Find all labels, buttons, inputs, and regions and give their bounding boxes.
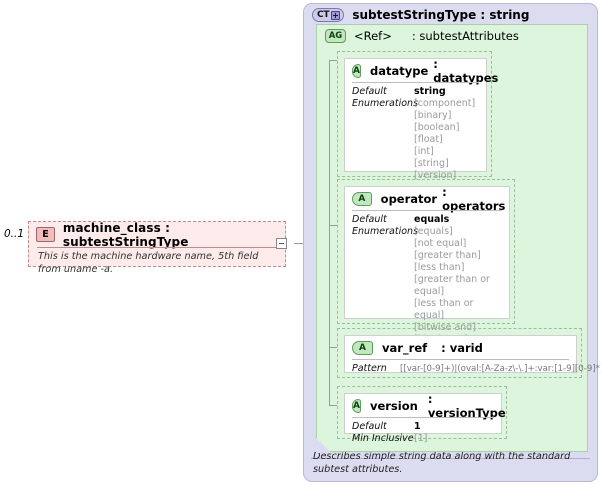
- element-title: machine_class : subtestStringType: [62, 220, 189, 249]
- attribute-box-operator[interactable]: A operator : operators Default equals En…: [337, 179, 515, 357]
- facet-value: equals: [414, 214, 450, 225]
- enumeration-item: [greater than or equal]: [414, 274, 490, 297]
- facet-label: Min Inclusive: [352, 433, 414, 444]
- facet-value: 1: [414, 421, 421, 432]
- attribute-divider: [352, 82, 479, 83]
- attribute-type: : versionType: [427, 391, 506, 420]
- enumeration-item: [greater than]: [414, 250, 481, 261]
- enumeration-item: [bitwise and]: [414, 322, 476, 333]
- enumeration-item: [version]: [414, 170, 457, 181]
- attribute-group-ref: <Ref>: [354, 29, 392, 43]
- attribute-name: operator: [380, 191, 438, 206]
- attribute-name: datatype: [369, 63, 429, 78]
- facet-row: Default equals: [352, 214, 505, 226]
- attribute-type: : datatypes: [433, 56, 499, 85]
- plus-box-icon[interactable]: [331, 10, 341, 20]
- pattern-value: [[var-[0-9]+)|(oval:[A-Za-z\-\.]+:var:[1…: [400, 364, 601, 374]
- facet-value: string: [414, 86, 446, 97]
- enumeration-item: [int]: [414, 146, 434, 157]
- facet-label: Enumerations: [352, 98, 419, 109]
- facet-label: Default: [352, 421, 387, 432]
- minus-icon: [279, 243, 284, 244]
- attribute-header-datatype: A datatype : datatypes: [345, 57, 498, 85]
- element-box-machine-class[interactable]: E machine_class : subtestStringType This…: [28, 220, 286, 275]
- attribute-icon: A: [352, 398, 361, 413]
- connector-branch-datatype: [329, 60, 337, 61]
- container-title: subtestStringType : string: [352, 8, 530, 22]
- container-annotation: Describes simple string data along with …: [313, 451, 571, 475]
- attribute-icon: A: [352, 340, 373, 355]
- panel-corner-notch: [316, 438, 331, 453]
- enumeration-item: [binary]: [414, 110, 452, 121]
- connector-branch-varref: [329, 347, 337, 348]
- element-divider: [37, 247, 277, 248]
- attribute-divider: [352, 359, 569, 360]
- enumeration-item: [component]: [414, 98, 476, 109]
- facet-value: [1]: [414, 433, 428, 444]
- footer-divider: [311, 458, 590, 459]
- facet-row: Min Inclusive [1]: [352, 433, 497, 445]
- enumeration-item: [less than or equal]: [414, 298, 474, 321]
- enumeration-item: [less than]: [414, 262, 465, 273]
- facet-row: Enumerations: [352, 98, 482, 110]
- enumeration-item: [equals]: [414, 226, 453, 237]
- attribute-group-icon: AG: [325, 29, 346, 43]
- attribute-divider: [352, 210, 502, 211]
- complex-type-icon: CT: [312, 8, 345, 22]
- attribute-icon: A: [352, 191, 372, 206]
- element-type-icon: E: [36, 227, 55, 242]
- attribute-box-version[interactable]: A version : versionType Default 1 Min In…: [337, 386, 507, 444]
- attribute-inner-datatype: A datatype : datatypes Default string En…: [344, 57, 498, 181]
- facet-label: Default: [352, 214, 387, 225]
- element-description: This is the machine hardware name, 5th f…: [38, 251, 259, 275]
- attribute-type: : operators: [442, 184, 506, 213]
- facet-row: Default 1: [352, 421, 497, 433]
- attribute-inner-var-ref: A var_ref : varid Pattern [[var-[0-9]+)|…: [344, 335, 601, 375]
- attribute-group-header: AG <Ref> : subtestAttributes: [317, 25, 587, 47]
- enumeration-item: [not equal]: [414, 238, 467, 249]
- attribute-box-var-ref[interactable]: A var_ref : varid Pattern [[var-[0-9]+)|…: [337, 328, 601, 378]
- cardinality-label: 0..1: [4, 228, 25, 240]
- attribute-name: var_ref: [382, 340, 428, 355]
- connector-branch-version: [329, 405, 337, 406]
- enumeration-list-datatype: [component] [binary] [boolean] [float] […: [414, 98, 482, 182]
- facet-label: Enumerations: [352, 226, 419, 237]
- facet-label: Default: [352, 86, 387, 97]
- enumeration-item: [string]: [414, 158, 449, 169]
- enumeration-item: [float]: [414, 134, 443, 145]
- container-header: CT subtestStringType : string: [304, 4, 597, 26]
- attribute-header-var-ref: A var_ref : varid: [345, 336, 576, 359]
- attribute-header-operator: A operator : operators: [345, 184, 509, 213]
- facet-label: Pattern: [352, 363, 387, 374]
- attribute-inner-operator: A operator : operators Default equals En…: [344, 184, 510, 357]
- element-header: E machine_class : subtestStringType: [29, 220, 285, 249]
- facet-row: Default string: [352, 86, 482, 98]
- facet-list-var-ref: Pattern [[var-[0-9]+)|(oval:[A-Za-z\-\.]…: [352, 363, 601, 375]
- attribute-icon: A: [352, 63, 361, 78]
- attribute-header-version: A version : versionType: [345, 392, 506, 420]
- facet-row: Pattern [[var-[0-9]+)|(oval:[A-Za-z\-\.]…: [352, 363, 601, 375]
- attribute-divider: [352, 417, 494, 418]
- attribute-inner-version: A version : versionType Default 1 Min In…: [344, 392, 506, 444]
- connector-branch-operator: [329, 225, 337, 226]
- attribute-group-type: : subtestAttributes: [411, 29, 519, 43]
- attribute-box-datatype[interactable]: A datatype : datatypes Default string En…: [337, 51, 498, 181]
- enumeration-item: [boolean]: [414, 122, 460, 133]
- attribute-name: version: [369, 398, 418, 413]
- connector-spine: [329, 60, 330, 405]
- complex-type-badge-label: CT: [317, 10, 330, 20]
- facet-row: Enumerations: [352, 226, 505, 238]
- attribute-type: : varid: [441, 340, 483, 355]
- facet-list-datatype: Default string Enumerations [component] …: [352, 86, 482, 182]
- facet-list-version: Default 1 Min Inclusive [1]: [352, 421, 497, 445]
